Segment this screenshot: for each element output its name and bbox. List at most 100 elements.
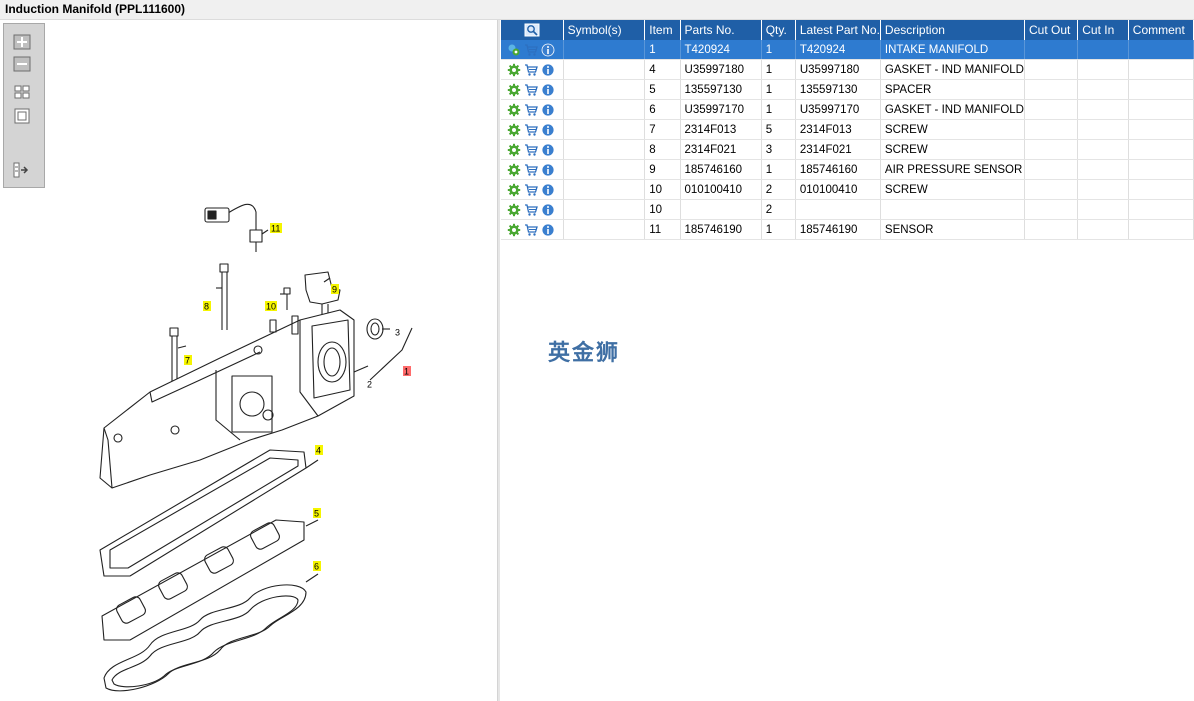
cell-cut-out (1024, 219, 1079, 240)
header-latest-part-no[interactable]: Latest Part No. (795, 20, 881, 40)
callout-10[interactable]: 10 (265, 301, 277, 312)
callout-11[interactable]: 11 (270, 223, 282, 234)
window-titlebar: Induction Manifold (PPL111600) (0, 0, 1194, 20)
cell-symbols (563, 159, 646, 180)
cell-description: SPACER (880, 79, 1026, 100)
gear-icon (507, 83, 521, 96)
cell-cut-in (1077, 119, 1129, 140)
zoom-in-button[interactable] (13, 34, 31, 50)
pane-splitter[interactable] (497, 20, 501, 701)
info-icon (541, 183, 555, 196)
cell-qty: 2 (761, 179, 796, 200)
row-action-icons[interactable] (501, 79, 564, 100)
cell-latest-part-no: 135597130 (795, 79, 881, 100)
cell-parts-no: 185746160 (680, 159, 762, 180)
row-action-icons[interactable] (501, 219, 564, 240)
cell-item: 7 (644, 119, 681, 140)
row-action-icons[interactable] (501, 179, 564, 200)
gear-icon (507, 163, 521, 176)
row-action-icons[interactable] (501, 59, 564, 80)
row-action-icons[interactable] (501, 119, 564, 140)
callout-8[interactable]: 8 (203, 301, 211, 312)
header-parts-no[interactable]: Parts No. (680, 20, 762, 40)
callout-9[interactable]: 9 (331, 284, 339, 295)
callout-6[interactable]: 6 (313, 561, 321, 572)
row-action-icons[interactable] (501, 159, 564, 180)
list-export-icon (13, 162, 29, 178)
cell-parts-no: 185746190 (680, 219, 762, 240)
cell-latest-part-no: 185746160 (795, 159, 881, 180)
header-icons[interactable] (501, 20, 564, 40)
callout-1[interactable]: 1 (403, 366, 411, 377)
cell-cut-in (1077, 179, 1129, 200)
cell-latest-part-no: 2314F021 (795, 139, 881, 160)
callout-label: 2 (367, 380, 372, 390)
callout-label: 5 (314, 509, 319, 519)
cell-cut-in (1077, 199, 1129, 220)
callout-3[interactable]: 3 (395, 328, 400, 338)
callout-5[interactable]: 5 (313, 508, 321, 519)
row-action-icons[interactable] (501, 199, 564, 220)
cell-item: 10 (644, 179, 681, 200)
cell-item: 10 (644, 199, 681, 220)
cell-qty: 1 (761, 79, 796, 100)
cell-description: GASKET - IND MANIFOLD (880, 99, 1026, 120)
cart-icon (525, 223, 538, 236)
cell-description: SCREW (880, 119, 1026, 140)
cell-cut-in (1077, 99, 1129, 120)
cell-description: INTAKE MANIFOLD (880, 40, 1026, 60)
diagram-pane[interactable]: 11 9 8 10 7 3 2 1 4 5 6 (0, 20, 497, 701)
info-icon (541, 63, 555, 76)
row-action-icons[interactable] (501, 139, 564, 160)
header-description[interactable]: Description (880, 20, 1026, 40)
cell-comment (1128, 199, 1194, 220)
callout-2[interactable]: 2 (367, 380, 372, 390)
header-comment[interactable]: Comment (1128, 20, 1194, 40)
cart-icon (525, 123, 538, 136)
gear-icon (507, 203, 521, 216)
fit-all-button[interactable] (13, 84, 31, 100)
cell-parts-no: T420924 (680, 40, 762, 60)
gear-icon (507, 123, 521, 136)
exploded-parts-diagram[interactable]: 11 9 8 10 7 3 2 1 4 5 6 (0, 20, 497, 701)
actual-size-button[interactable] (13, 108, 31, 124)
callout-4[interactable]: 4 (315, 445, 323, 456)
toggle-list-button[interactable] (13, 162, 31, 178)
header-cut-out[interactable]: Cut Out (1024, 20, 1079, 40)
header-symbols[interactable]: Symbol(s) (563, 20, 646, 40)
cell-qty: 1 (761, 59, 796, 80)
cell-cut-in (1077, 79, 1129, 100)
cell-symbols (563, 99, 646, 120)
cell-cut-out (1024, 99, 1079, 120)
info-icon (541, 203, 555, 216)
callout-7[interactable]: 7 (184, 355, 192, 366)
view-toolbar (3, 23, 45, 188)
zoom-out-button[interactable] (13, 56, 31, 72)
header-item[interactable]: Item (644, 20, 681, 40)
header-qty[interactable]: Qty. (761, 20, 796, 40)
info-icon (541, 223, 555, 236)
header-cut-in[interactable]: Cut In (1077, 20, 1129, 40)
cell-latest-part-no: U35997170 (795, 99, 881, 120)
row-action-icons[interactable] (501, 99, 564, 120)
cell-parts-no: 135597130 (680, 79, 762, 100)
cell-comment (1128, 159, 1194, 180)
cell-cut-in (1077, 219, 1129, 240)
cell-symbols (563, 59, 646, 80)
row-action-icons[interactable] (501, 40, 564, 60)
cell-comment (1128, 79, 1194, 100)
callout-label: 3 (395, 328, 400, 338)
table-header-row: Symbol(s) Item Parts No. Qty. Latest Par… (501, 20, 1194, 40)
gear-icon (507, 183, 521, 196)
cell-cut-in (1077, 59, 1129, 80)
